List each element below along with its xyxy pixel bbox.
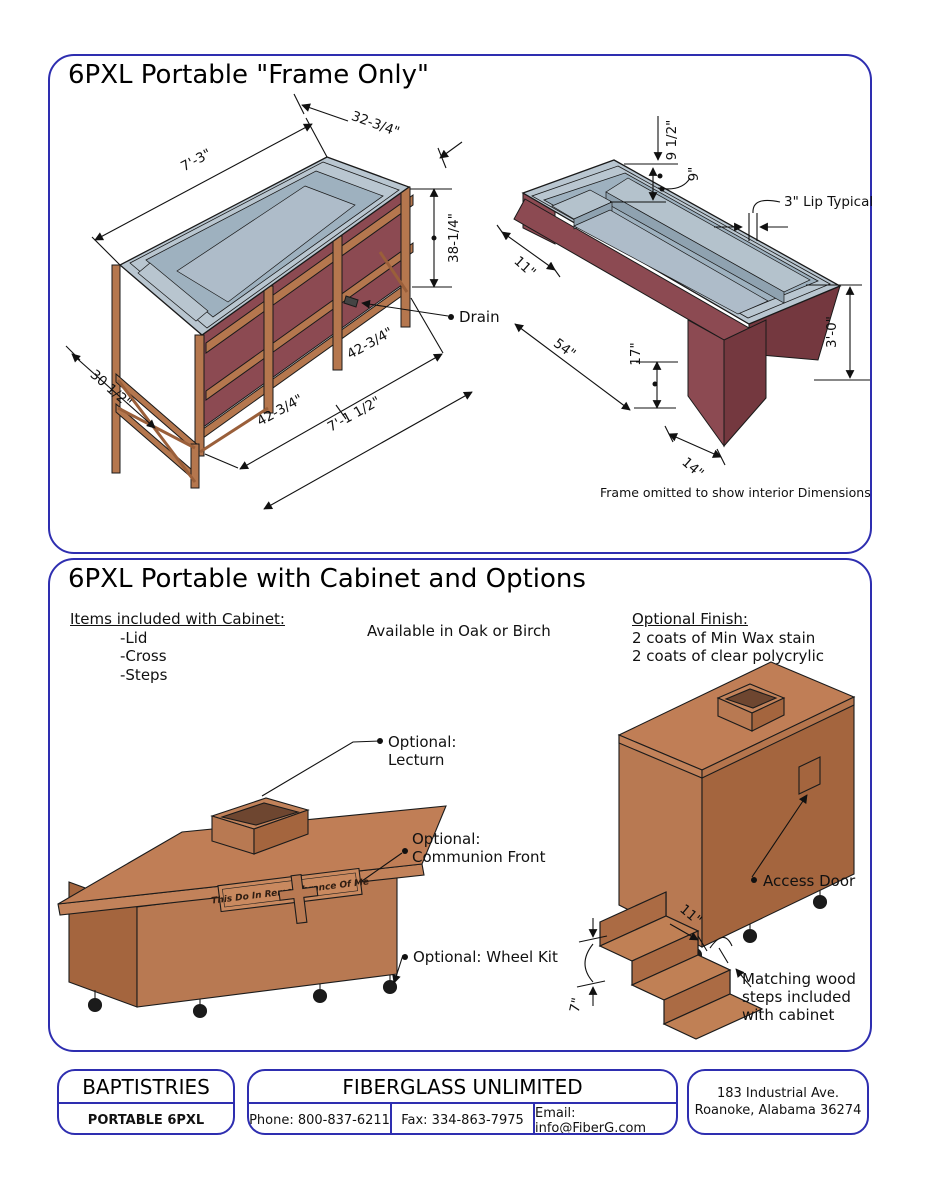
steps-note: Matching wood steps included with cabine… — [735, 968, 856, 1024]
cabinet-main-drawing: This Do In Remembrance Of Me — [57, 797, 447, 1019]
communion-label-line1: Optional: — [412, 830, 480, 848]
cabinet-options-section: 6PXL Portable with Cabinet and Options I… — [48, 558, 872, 1052]
access-door-label: Access Door — [763, 872, 856, 890]
dim-seat-top-label: 9 1/2" — [664, 120, 680, 161]
dim-lip-label: 3" Lip Typical — [784, 194, 873, 210]
steps-note-line2: steps included — [742, 988, 851, 1006]
dim-step: 17" — [628, 342, 678, 409]
dim-height-label: 38-1/4" — [446, 213, 462, 263]
access-door-callout: Access Door — [751, 794, 856, 890]
dim-width-top-label: 32-3/4" — [349, 108, 401, 140]
dim-step-label: 17" — [628, 342, 644, 365]
included-heading: Items included with Cabinet: — [70, 610, 285, 628]
lecturn-label-line2: Lecturn — [388, 751, 444, 769]
frame-only-section: 6PXL Portable "Frame Only" — [48, 54, 873, 554]
dim-tub-height-label: 3'-0" — [824, 316, 840, 348]
dim-seat: 9" — [610, 167, 702, 203]
finish-line-1: 2 coats of Min Wax stain — [632, 628, 816, 647]
drain-callout: Drain — [361, 299, 500, 326]
interior-caption: Frame omitted to show interior Dimension… — [600, 485, 871, 500]
included-item-lid: -Lid — [120, 628, 148, 647]
communion-callout: Optional: Communion Front — [361, 830, 546, 882]
dim-lip: 3" Lip Typical — [714, 194, 873, 241]
dim-length-top-label: 7'-3" — [178, 146, 214, 175]
drain-label: Drain — [459, 308, 500, 326]
dim-base-width-label: 14" — [679, 454, 707, 481]
dim-width-top: 32-3/4" — [293, 93, 463, 169]
finish-line-2: 2 coats of clear polycrylic — [632, 647, 825, 665]
lecturn-callout: Optional: Lecturn — [261, 733, 456, 797]
brand-box: BAPTISTRIES PORTABLE 6PXL — [57, 1069, 235, 1135]
fax-cell: Fax: 334-863-7975 — [390, 1104, 533, 1133]
included-item-steps: -Steps — [120, 665, 168, 684]
included-item-cross: -Cross — [120, 647, 167, 665]
dim-length-label: 54" — [550, 335, 578, 362]
included-items-block: Items included with Cabinet: -Lid -Cross… — [70, 610, 285, 684]
contact-row: Phone: 800-837-6211 Fax: 334-863-7975 Em… — [249, 1104, 676, 1133]
cabinet-options-drawing — [617, 661, 856, 963]
cabinet-drawings: This Do In Remembrance Of Me Optional: L… — [57, 661, 856, 1040]
dim-steps-height-label: 7" — [567, 996, 586, 1014]
tub-interior-drawing — [513, 159, 842, 448]
finish-heading: Optional Finish: — [632, 610, 748, 628]
dim-length: 54" — [514, 323, 631, 411]
model-label: PORTABLE 6PXL — [87, 1113, 205, 1128]
lecturn-on-cabinet — [210, 797, 310, 855]
wheel — [87, 975, 398, 1019]
optional-finish-block: Optional Finish: 2 coats of Min Wax stai… — [632, 610, 824, 666]
phone-cell: Phone: 800-837-6211 — [249, 1113, 390, 1128]
wheel-kit-callout: Optional: Wheel Kit — [392, 948, 558, 984]
steps-drawing — [598, 891, 764, 1040]
steps-note-line1: Matching wood — [742, 970, 856, 988]
dim-end-width-label: 11" — [511, 253, 539, 281]
frame-only-drawings: 7'-3" 32-3/4" 38-1/4" Drain — [65, 93, 873, 510]
dim-depth: 30 1/2" — [65, 345, 156, 429]
communion-label-line2: Communion Front — [412, 848, 546, 866]
lecturn-on-cabinet — [716, 683, 786, 732]
cross-emblem — [278, 873, 319, 925]
dim-tub-height: 3'-0" — [806, 284, 870, 381]
dim-seat-label: 9" — [686, 167, 702, 182]
frame-section-title: 6PXL Portable "Frame Only" — [68, 60, 429, 90]
lecturn-label-line1: Optional: — [388, 733, 456, 751]
dim-base-total-label: 7'-1 1/2" — [325, 393, 383, 435]
dim-height: 38-1/4" — [410, 188, 462, 288]
steps-note-line3: with cabinet — [742, 1006, 834, 1024]
availability-note: Available in Oak or Birch — [367, 622, 551, 640]
company-name: FIBERGLASS UNLIMITED — [249, 1071, 676, 1104]
address-line2: Roanoke, Alabama 36274 — [694, 1103, 862, 1118]
brand-title: BAPTISTRIES — [59, 1071, 233, 1104]
cabinet-section-title: 6PXL Portable with Cabinet and Options — [68, 564, 586, 594]
access-door — [798, 756, 821, 795]
dim-seat-top: 9 1/2" — [624, 116, 680, 179]
email-cell: Email: info@FiberG.com — [533, 1104, 676, 1133]
company-box: FIBERGLASS UNLIMITED Phone: 800-837-6211… — [247, 1069, 678, 1135]
wheel-kit-label: Optional: Wheel Kit — [413, 948, 558, 966]
address-line1: 183 Industrial Ave. — [716, 1086, 839, 1101]
address-box: 183 Industrial Ave. Roanoke, Alabama 362… — [687, 1069, 869, 1135]
dim-steps-height: 7" — [567, 918, 608, 1014]
dim-base-left-label: 42-3/4" — [254, 391, 305, 429]
